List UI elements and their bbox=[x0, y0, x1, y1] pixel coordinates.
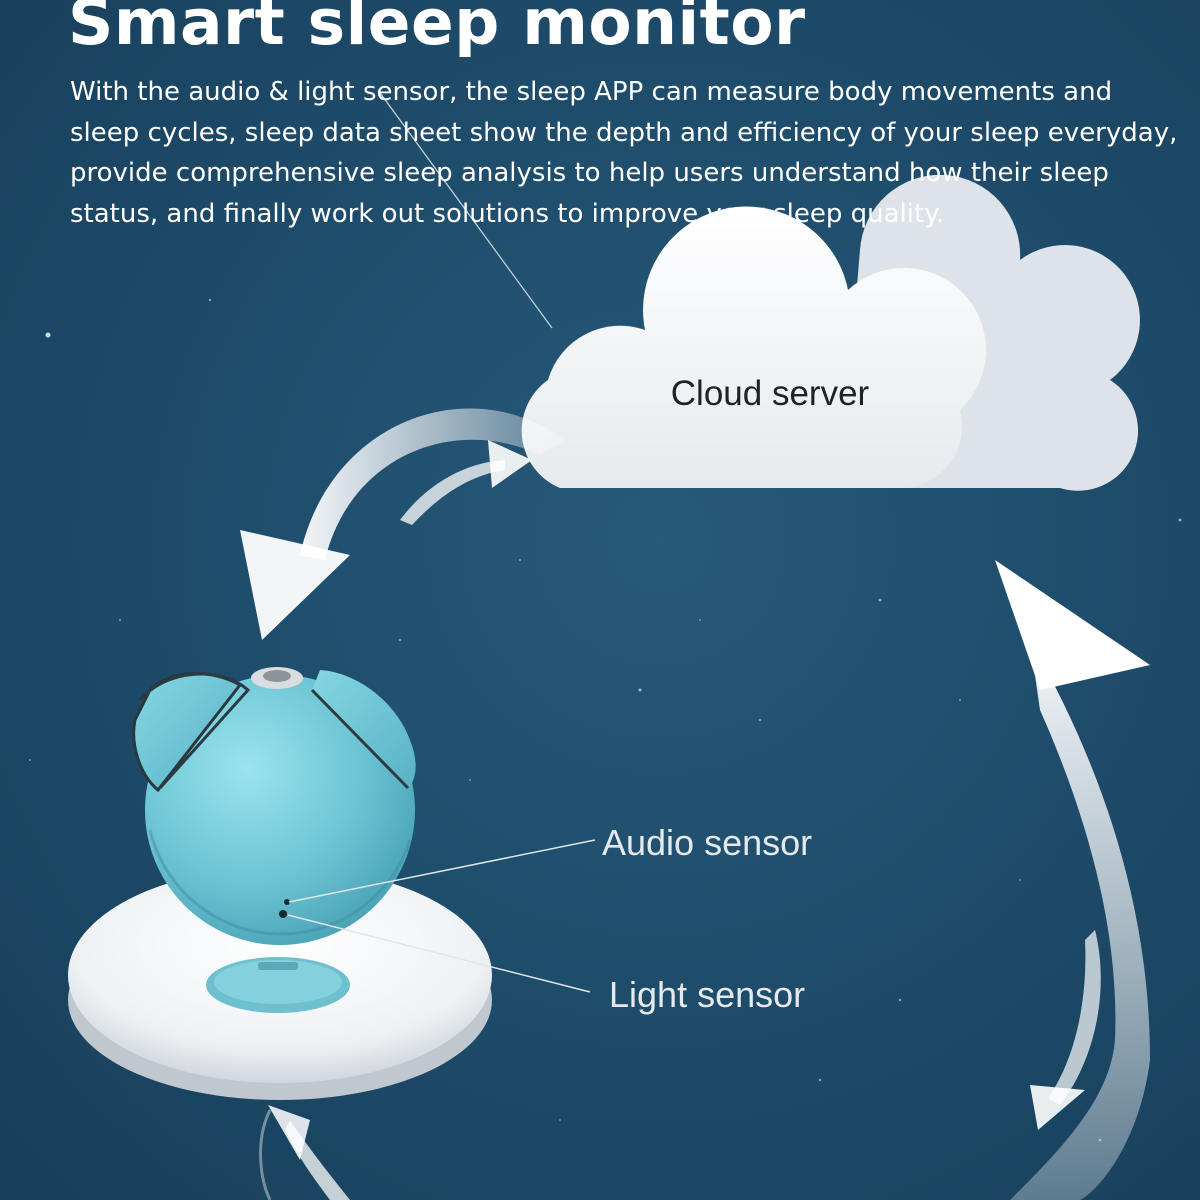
light-sensor-label: Light sensor bbox=[609, 974, 806, 1015]
cloud-server-icon bbox=[521, 174, 1140, 491]
description-text: With the audio & light sensor, the sleep… bbox=[70, 77, 1178, 229]
arrow-return-down bbox=[1030, 930, 1101, 1130]
arrow-up-to-cloud bbox=[400, 440, 532, 525]
leader-line bbox=[377, 89, 553, 329]
arrow-bottom-left bbox=[259, 1105, 350, 1200]
cloud-server-label: Cloud server bbox=[670, 374, 870, 413]
page-title: Smart sleep monitor bbox=[68, 0, 806, 59]
arrow-down-to-device bbox=[240, 408, 565, 640]
audio-sensor-pointer bbox=[288, 839, 596, 903]
device-base bbox=[68, 867, 492, 1100]
light-sensor-pointer bbox=[287, 914, 591, 993]
audio-sensor-label: Audio sensor bbox=[602, 822, 813, 863]
arrow-up-right bbox=[995, 560, 1150, 1200]
sleep-monitor-device bbox=[132, 667, 416, 945]
